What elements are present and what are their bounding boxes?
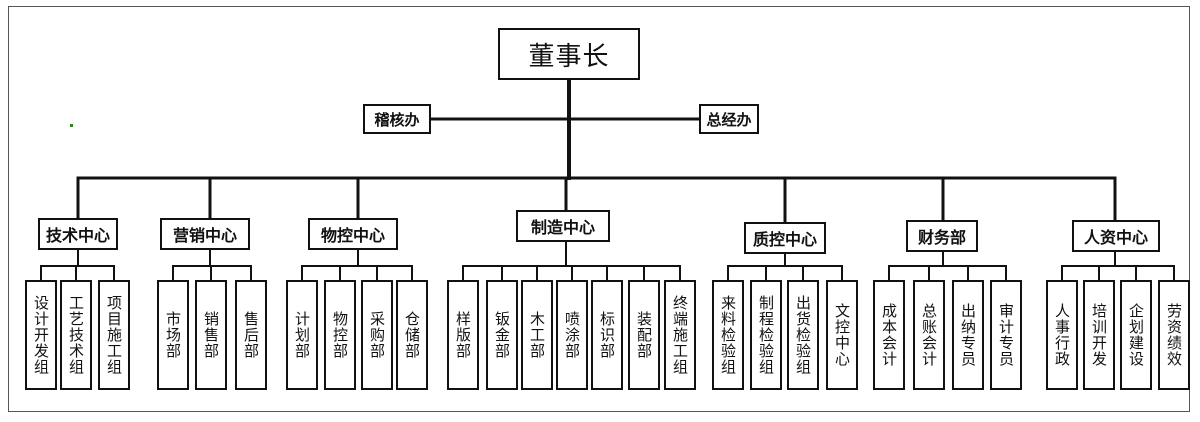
dept-box: 出货检验组 <box>787 280 819 390</box>
green-dot-mark <box>70 124 73 127</box>
dept-box: 培训开发 <box>1083 280 1115 390</box>
dept-label: 工艺技术组 <box>67 295 85 375</box>
dept-box: 物控部 <box>324 280 356 390</box>
center-label: 人资中心 <box>1083 228 1148 247</box>
dept-label: 成本会计 <box>880 303 898 367</box>
dept-label: 设计开发组 <box>32 295 50 375</box>
dept-box: 制程检验组 <box>750 280 782 390</box>
dept-label: 终端施工组 <box>671 295 689 375</box>
dept-box: 售后部 <box>235 280 267 390</box>
dept-label: 喷涂部 <box>563 311 581 359</box>
dept-box: 工艺技术组 <box>60 280 92 390</box>
center-label: 质控中心 <box>752 230 817 249</box>
dept-label: 来料检验组 <box>719 295 737 375</box>
dept-label: 制程检验组 <box>757 295 775 375</box>
dept-box: 市场部 <box>157 280 189 390</box>
audit-office-label: 稽核办 <box>374 110 420 129</box>
center-box: 制造中心 <box>516 210 610 242</box>
dept-label: 劳资绩效 <box>1165 303 1183 367</box>
center-box: 营销中心 <box>160 218 250 250</box>
center-box: 物控中心 <box>308 218 398 250</box>
dept-label: 培训开发 <box>1090 303 1108 367</box>
dept-label: 装配部 <box>635 311 653 359</box>
audit-office-box: 稽核办 <box>363 104 431 134</box>
center-label: 财务部 <box>917 228 966 247</box>
dept-label: 仓储部 <box>403 311 421 359</box>
dept-box: 装配部 <box>628 280 660 390</box>
dept-box: 审计专员 <box>990 280 1022 390</box>
dept-label: 木工部 <box>528 311 546 359</box>
dept-box: 仓储部 <box>396 280 428 390</box>
dept-label: 企划建设 <box>1127 303 1145 367</box>
dept-box: 企划建设 <box>1120 280 1152 390</box>
dept-label: 钣金部 <box>493 311 511 359</box>
dept-box: 项目施工组 <box>98 280 130 390</box>
center-label: 营销中心 <box>172 226 237 245</box>
dept-box: 人事行政 <box>1046 280 1078 390</box>
chairman-label: 董事长 <box>528 41 610 72</box>
center-box: 财务部 <box>906 220 978 252</box>
chairman-box: 董事长 <box>498 28 640 80</box>
dept-label: 出纳专员 <box>959 303 977 367</box>
dept-box: 设计开发组 <box>25 280 57 390</box>
dept-box: 木工部 <box>521 280 553 390</box>
dept-box: 总账会计 <box>913 280 945 390</box>
dept-box: 标识部 <box>591 280 623 390</box>
dept-box: 计划部 <box>286 280 318 390</box>
general-office-box: 总经办 <box>699 104 759 134</box>
center-box: 质控中心 <box>744 222 826 254</box>
dept-label: 售后部 <box>242 311 260 359</box>
dept-label: 项目施工组 <box>105 295 123 375</box>
dept-label: 文控中心 <box>833 303 851 367</box>
dept-box: 出纳专员 <box>952 280 984 390</box>
dept-box: 来料检验组 <box>712 280 744 390</box>
dept-box: 喷涂部 <box>556 280 588 390</box>
dept-label: 物控部 <box>331 311 349 359</box>
dept-box: 钣金部 <box>486 280 518 390</box>
dept-label: 标识部 <box>598 311 616 359</box>
center-box: 技术中心 <box>38 218 118 250</box>
dept-label: 人事行政 <box>1053 303 1071 367</box>
general-office-label: 总经办 <box>706 110 752 129</box>
dept-label: 销售部 <box>202 311 220 359</box>
dept-box: 劳资绩效 <box>1158 280 1190 390</box>
dept-box: 采购部 <box>361 280 393 390</box>
center-box: 人资中心 <box>1072 220 1160 252</box>
dept-label: 样版部 <box>454 311 472 359</box>
dept-box: 销售部 <box>195 280 227 390</box>
dept-box: 样版部 <box>447 280 479 390</box>
center-label: 技术中心 <box>45 226 110 245</box>
dept-box: 终端施工组 <box>664 280 696 390</box>
dept-label: 市场部 <box>164 311 182 359</box>
dept-label: 计划部 <box>293 311 311 359</box>
center-label: 物控中心 <box>320 226 385 245</box>
dept-label: 审计专员 <box>997 303 1015 367</box>
dept-label: 总账会计 <box>920 303 938 367</box>
dept-label: 出货检验组 <box>794 295 812 375</box>
dept-box: 文控中心 <box>826 280 858 390</box>
dept-label: 采购部 <box>368 311 386 359</box>
center-label: 制造中心 <box>530 218 595 237</box>
dept-box: 成本会计 <box>873 280 905 390</box>
diagram-frame <box>8 6 1190 412</box>
